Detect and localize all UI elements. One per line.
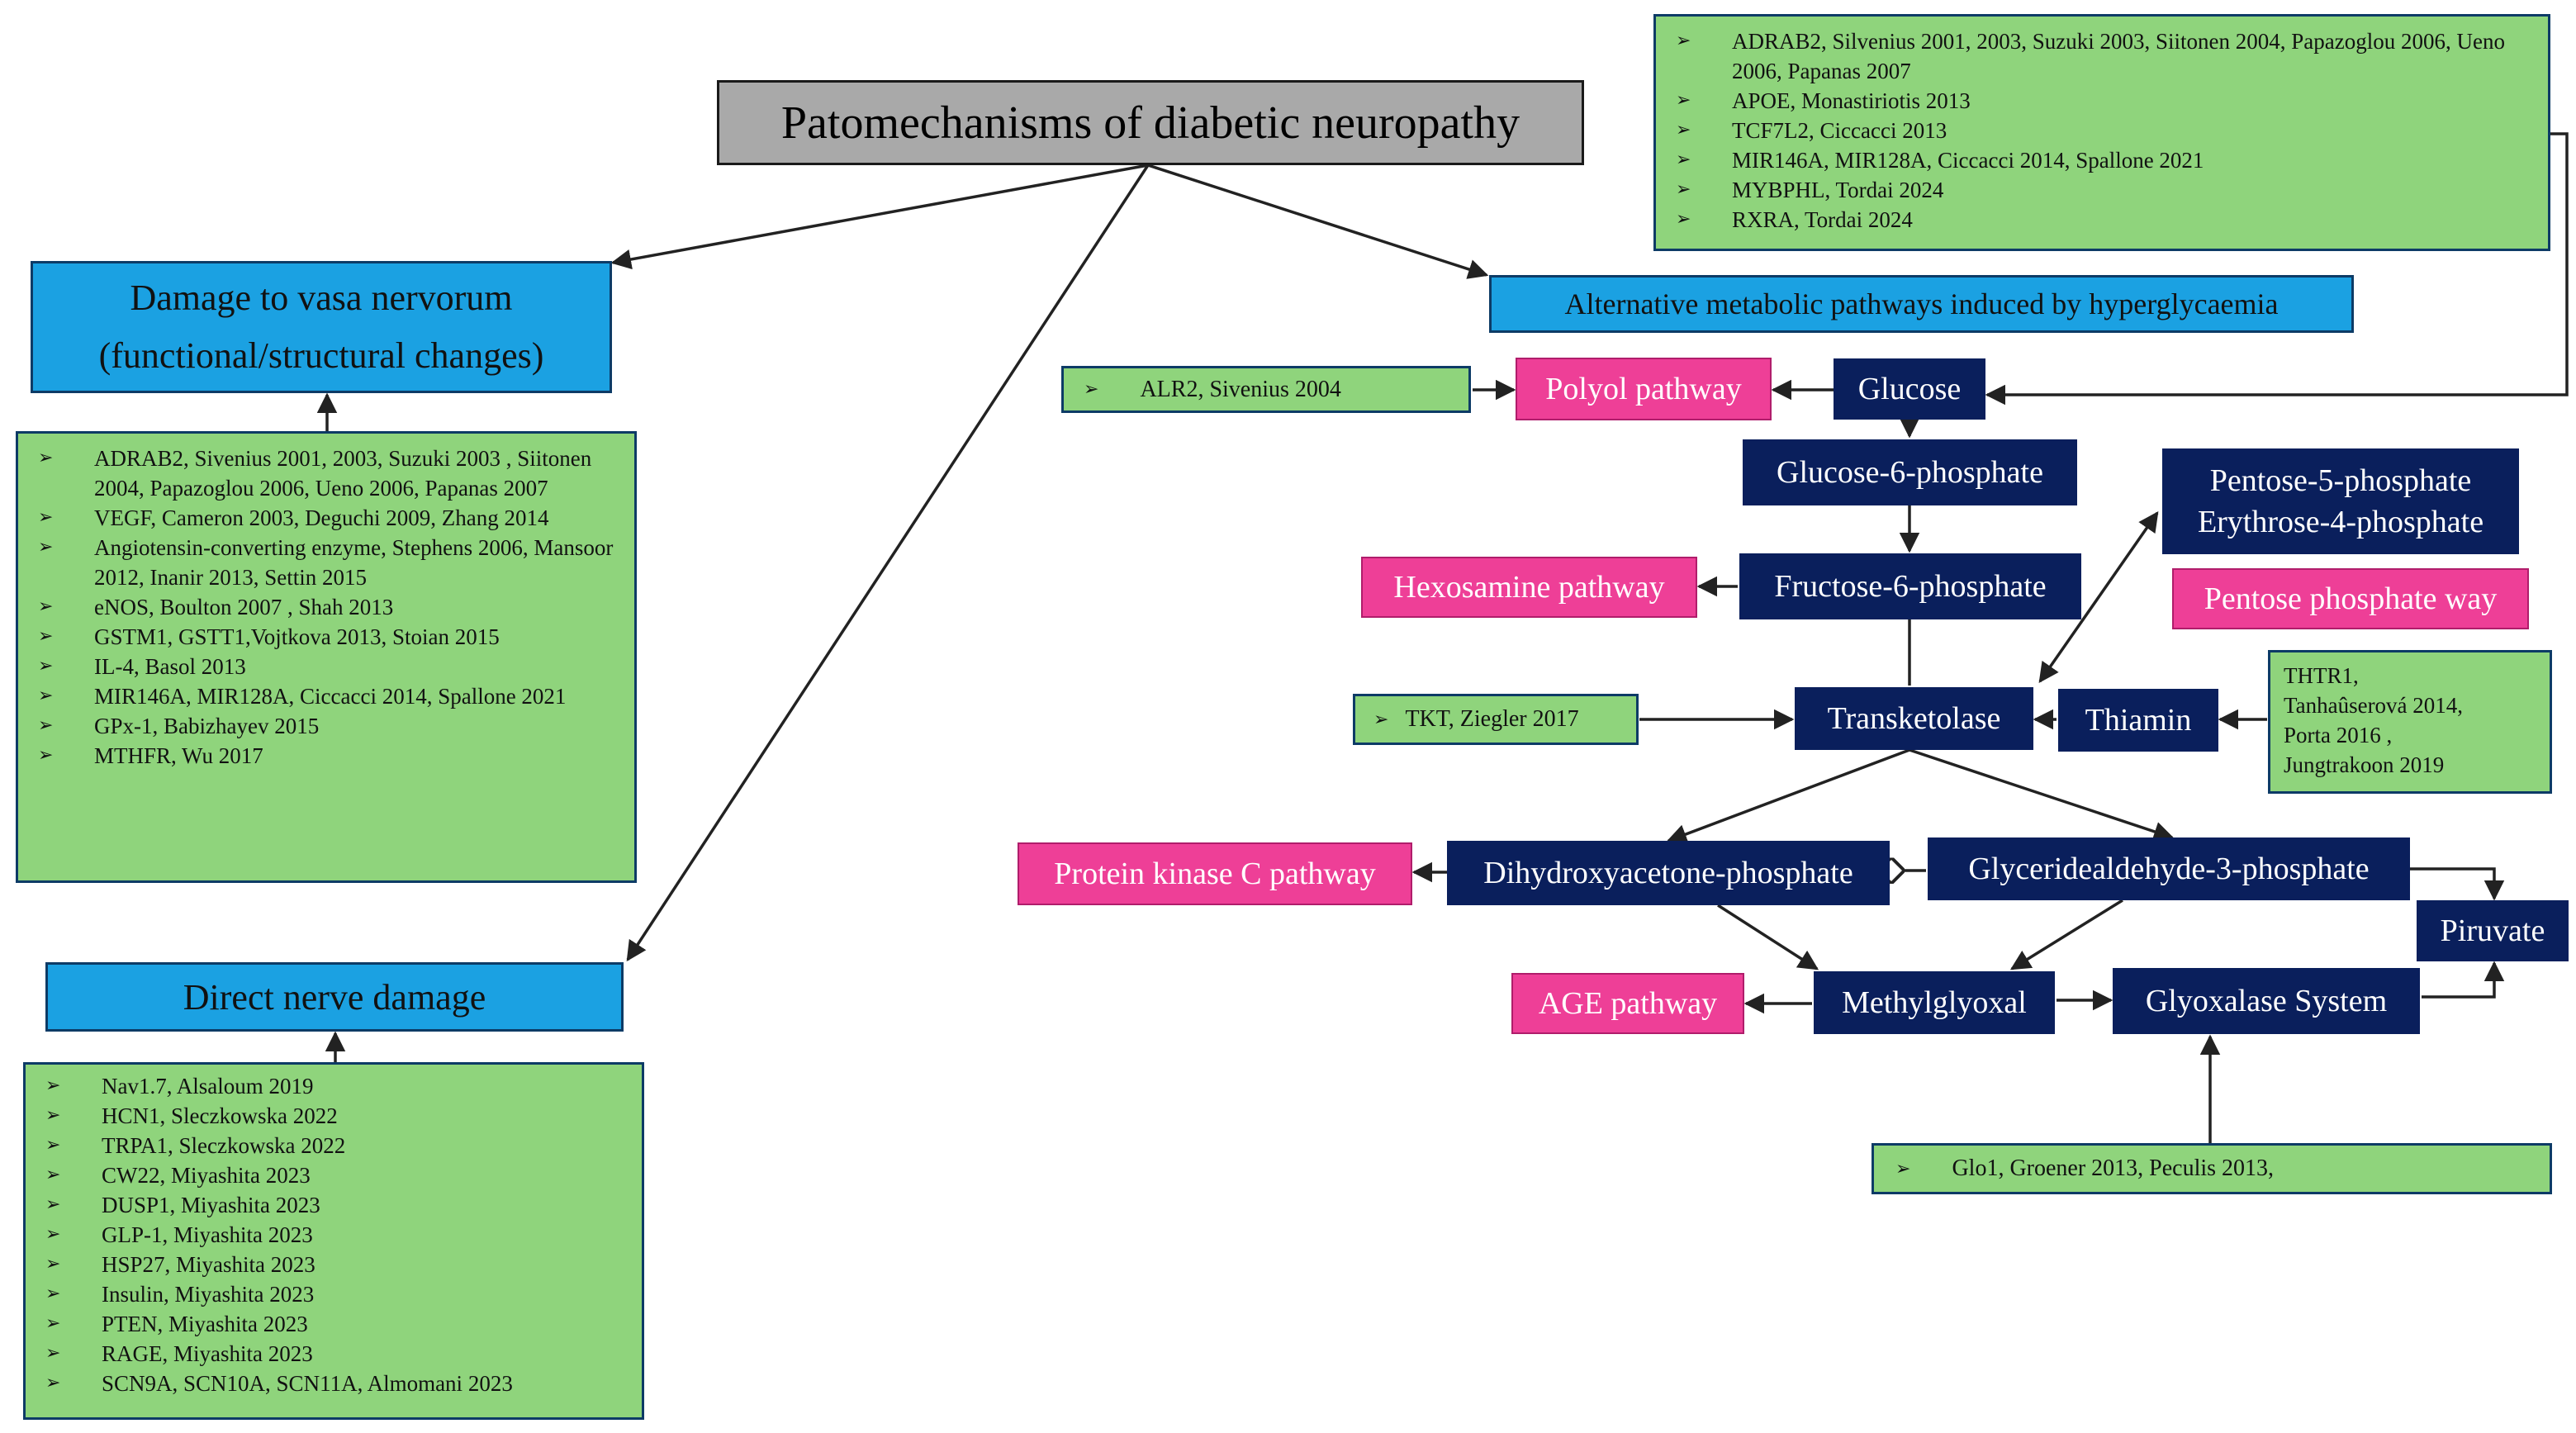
list-item: GSTM1, GSTT1,Vojtkova 2013, Stoian 2015: [31, 622, 621, 652]
thiamin-box: Thiamin: [2058, 689, 2218, 752]
thtr1-ref-box: THTR1, Tanhaûserová 2014, Porta 2016 , J…: [2268, 650, 2552, 794]
age-pathway-box: AGE pathway: [1511, 973, 1744, 1034]
vasa-genes-list: ADRAB2, Sivenius 2001, 2003, Suzuki 2003…: [18, 434, 634, 779]
vasa-heading-line2: (functional/structural changes): [98, 335, 544, 376]
glucose-6-phosphate-box: Glucose-6-phosphate: [1743, 439, 2077, 505]
fructose-6-phosphate-box: Fructose-6-phosphate: [1739, 553, 2081, 619]
direct-genes-box: Nav1.7, Alsaloum 2019 HCN1, Sleczkowska …: [23, 1062, 644, 1420]
list-item: PTEN, Miyashita 2023: [39, 1309, 629, 1339]
tkt-ref-text: TKT, Ziegler 2017: [1405, 706, 1579, 732]
edge-title-to-alt: [1147, 164, 1489, 279]
list-item: TRPA1, Sleczkowska 2022: [39, 1131, 629, 1160]
list-item: MTHFR, Wu 2017: [31, 741, 621, 771]
alt-genes-box: ADRAB2, Silvenius 2001, 2003, Suzuki 200…: [1653, 14, 2550, 251]
pentose-phosphate-way-box: Pentose phosphate way: [2172, 568, 2529, 629]
polyol-pathway-box: Polyol pathway: [1516, 358, 1772, 420]
list-item: ADRAB2, Silvenius 2001, 2003, Suzuki 200…: [1669, 26, 2535, 86]
list-item: SCN9A, SCN10A, SCN11A, Almomani 2023: [39, 1369, 629, 1398]
methylglyoxal-box: Methylglyoxal: [1814, 971, 2055, 1034]
list-item: DUSP1, Miyashita 2023: [39, 1190, 629, 1220]
arrow-bullet-icon: ➢: [1895, 1158, 1911, 1179]
glyoxalase-system-box: Glyoxalase System: [2113, 968, 2420, 1034]
edge-title-to-direct: [626, 164, 1150, 962]
list-item: Angiotensin-converting enzyme, Stephens …: [31, 533, 621, 592]
alt-genes-list: ADRAB2, Silvenius 2001, 2003, Suzuki 200…: [1656, 17, 2548, 243]
list-item: GPx-1, Babizhayev 2015: [31, 711, 621, 741]
thtr1-ref-line: THTR1,: [2284, 663, 2359, 688]
tkt-ref-box: ➢ TKT, Ziegler 2017: [1353, 694, 1639, 745]
list-item: CW22, Miyashita 2023: [39, 1160, 629, 1190]
edge-title-to-vasa: [610, 164, 1149, 270]
glyceridealdehyde-3-phosphate-box: Glyceridealdehyde-3-phosphate: [1928, 837, 2410, 900]
pentose-erythrose-box: Pentose-5-phosphate Erythrose-4-phosphat…: [2162, 448, 2519, 554]
vasa-heading-line1: Damage to vasa nervorum: [130, 278, 513, 318]
thtr1-ref-line: Jungtrakoon 2019: [2284, 752, 2445, 777]
glucose-box: Glucose: [1834, 358, 1985, 420]
hexosamine-pathway-box: Hexosamine pathway: [1361, 557, 1697, 618]
list-item: eNOS, Boulton 2007 , Shah 2013: [31, 592, 621, 622]
alternative-pathways-box: Alternative metabolic pathways induced b…: [1489, 275, 2354, 333]
list-item: HCN1, Sleczkowska 2022: [39, 1101, 629, 1131]
arrow-bullet-icon: ➢: [1373, 709, 1389, 730]
edge-transketolase-to-gap: [1909, 748, 2175, 842]
list-item: Insulin, Miyashita 2023: [39, 1279, 629, 1309]
list-item: VEGF, Cameron 2003, Deguchi 2009, Zhang …: [31, 503, 621, 533]
edge-alt-genes-to-glucose: [1985, 132, 2569, 406]
vasa-nervorum-box: Damage to vasa nervorum (functional/stru…: [31, 261, 612, 393]
transketolase-box: Transketolase: [1795, 687, 2033, 750]
vasa-genes-box: ADRAB2, Sivenius 2001, 2003, Suzuki 2003…: [16, 431, 637, 883]
glo1-ref-box: ➢ Glo1, Groener 2013, Peculis 2013,: [1872, 1143, 2552, 1194]
arrow-bullet-icon: ➢: [1084, 379, 1099, 400]
thtr1-ref-line: Tanhaûserová 2014,: [2284, 693, 2464, 718]
edge-dhap-to-methylglyoxal: [1717, 904, 1819, 970]
edge-gap-to-methylglyoxal: [2009, 899, 2123, 970]
list-item: GLP-1, Miyashita 2023: [39, 1220, 629, 1250]
direct-nerve-damage-box: Direct nerve damage: [45, 962, 624, 1032]
edge-transketolase-to-dhap: [1666, 748, 1910, 844]
alr2-ref-box: ➢ ALR2, Sivenius 2004: [1061, 366, 1471, 413]
list-item: MIR146A, MIR128A, Ciccacci 2014, Spallon…: [1669, 145, 2535, 175]
list-item: APOE, Monastiriotis 2013: [1669, 86, 2535, 116]
pentose-5-phosphate-label: Pentose-5-phosphate: [2209, 463, 2472, 498]
list-item: RAGE, Miyashita 2023: [39, 1339, 629, 1369]
list-item: ADRAB2, Sivenius 2001, 2003, Suzuki 2003…: [31, 444, 621, 503]
list-item: Nav1.7, Alsaloum 2019: [39, 1071, 629, 1101]
edge-transketolase-to-pentose: [2038, 510, 2159, 684]
list-item: RXRA, Tordai 2024: [1669, 205, 2535, 235]
alr2-ref-text: ALR2, Sivenius 2004: [1140, 376, 1341, 402]
edge-gap-to-piruvate: [2410, 867, 2505, 901]
list-item: MIR146A, MIR128A, Ciccacci 2014, Spallon…: [31, 681, 621, 711]
edge-glyoxalase-to-piruvate: [2422, 961, 2505, 999]
list-item: TCF7L2, Ciccacci 2013: [1669, 116, 2535, 145]
glo1-ref-text: Glo1, Groener 2013, Peculis 2013,: [1952, 1155, 2275, 1181]
direct-genes-list: Nav1.7, Alsaloum 2019 HCN1, Sleczkowska …: [26, 1065, 642, 1407]
thtr1-ref-line: Porta 2016 ,: [2284, 723, 2393, 747]
diagram-title: Patomechanisms of diabetic neuropathy: [717, 80, 1584, 165]
piruvate-box: Piruvate: [2417, 900, 2569, 961]
list-item: MYBPHL, Tordai 2024: [1669, 175, 2535, 205]
protein-kinase-c-pathway-box: Protein kinase C pathway: [1018, 842, 1412, 905]
erythrose-4-phosphate-label: Erythrose-4-phosphate: [2197, 505, 2484, 539]
dihydroxyacetone-phosphate-box: Dihydroxyacetone-phosphate: [1447, 841, 1890, 905]
list-item: IL-4, Basol 2013: [31, 652, 621, 681]
list-item: HSP27, Miyashita 2023: [39, 1250, 629, 1279]
